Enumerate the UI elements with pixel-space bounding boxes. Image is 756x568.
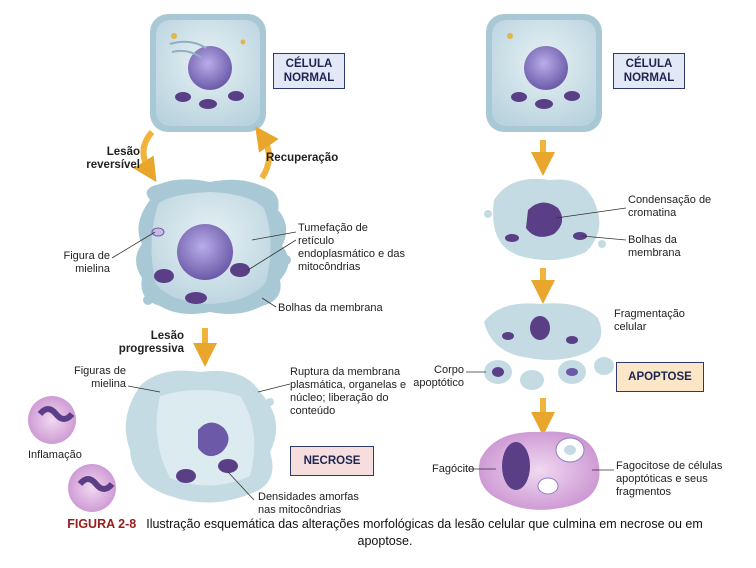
apoptotic-body-label: Corpo apoptótico (413, 364, 464, 389)
figure-number: FIGURA 2-8 (67, 517, 137, 531)
normal-cell-right-box: CÉLULA NORMAL (613, 53, 685, 89)
myelin-figure-label: Figura de mielina (63, 250, 110, 275)
figure-caption: FIGURA 2-8 Ilustração esquemática das alt… (40, 516, 730, 550)
phagocyte-cell (478, 431, 600, 510)
recovery-label: Recuperação (266, 152, 339, 164)
progressive-injury-label: Lesão progressiva (118, 330, 184, 355)
necrosis-label: NECROSE (303, 455, 361, 467)
recovery-arrow (255, 126, 279, 180)
normal-cell-right (486, 14, 602, 132)
membrane-blebs-right-label: Bolhas da membrana (628, 234, 681, 259)
normal-cell-left (150, 14, 266, 132)
inflammatory-cell-bottom (68, 464, 116, 512)
amorphous-densities-label: Densidades amorfas nas mitocôndrias (258, 491, 359, 516)
phagocytosis-label: Fagocitose de células apoptóticas e seus… (616, 460, 723, 498)
necrosis-box: NECROSE (290, 446, 374, 476)
reversible-arrow (133, 130, 157, 183)
cell-fragmentation-label: Fragmentação celular (614, 308, 685, 333)
apoptosis-box: APOPTOSE (616, 362, 704, 392)
inflammatory-cell-top (28, 396, 76, 444)
inflammation-label: Inflamação (28, 449, 82, 461)
fragmenting-cell (484, 303, 602, 360)
apoptosis-label: APOPTOSE (628, 371, 692, 383)
necrotic-cell (125, 370, 277, 503)
leader-lines (111, 207, 627, 501)
reversible-injury-label: Lesão reversível (86, 146, 140, 171)
normal-cell-left-box: CÉLULA NORMAL (273, 53, 345, 89)
caption-text: Ilustração esquemática das alterações mo… (146, 517, 703, 548)
apoptotic-bodies (484, 357, 614, 390)
condensed-cell (484, 178, 606, 261)
swollen-cell (136, 179, 291, 314)
phagocyte-label: Fagócito (432, 463, 475, 475)
normal-cell-right-label: CÉLULA NORMAL (623, 58, 675, 84)
swelling-label: Tumefação de retículo endoplasmático e d… (298, 222, 406, 273)
myelin-figures-label: Figuras de mielina (74, 365, 126, 390)
membrane-blebs-left-label: Bolhas da membrana (278, 302, 383, 314)
rupture-label: Ruptura da membrana plasmática, organela… (290, 366, 407, 417)
normal-cell-left-label: CÉLULA NORMAL (283, 58, 335, 84)
chromatin-condensation-label: Condensação de cromatina (628, 194, 712, 219)
